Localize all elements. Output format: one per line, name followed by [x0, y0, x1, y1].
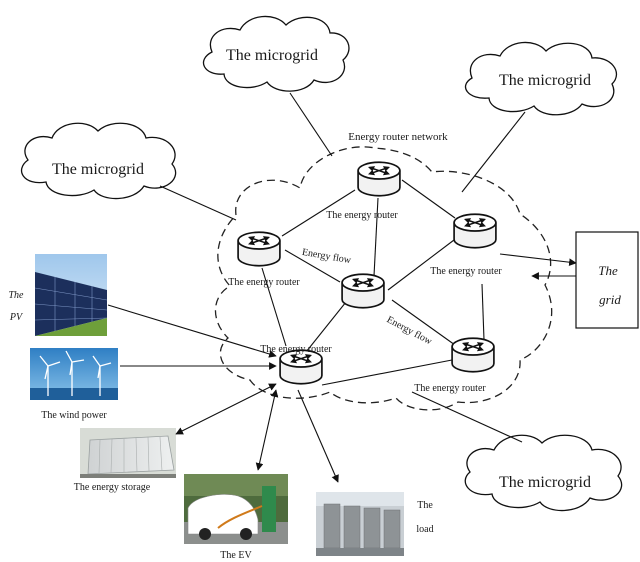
router-label: The energy router	[260, 344, 332, 355]
energy-router-top: The energy router	[326, 161, 401, 221]
energy-router-right: The energy router	[430, 213, 502, 277]
router-label: The energy router	[228, 277, 300, 288]
microgrid-cloud-left: The microgrid	[21, 122, 177, 200]
ev-charging-image	[184, 474, 288, 544]
utility-grid-box: The grid	[575, 231, 639, 329]
router-label: The energy router	[326, 210, 398, 221]
router-links	[261, 179, 485, 386]
microgrid-label: The microgrid	[52, 161, 144, 178]
energy-storage-image	[80, 428, 176, 478]
energy-storage-label: The energy storage	[74, 482, 151, 493]
microgrid-label: The microgrid	[499, 474, 591, 491]
microgrid-cloud-bottom-right: The microgrid	[464, 434, 623, 512]
grid-links	[499, 253, 577, 280]
source-links	[107, 304, 339, 483]
energy-router-center	[341, 273, 385, 309]
grid-label-line2: grid	[599, 292, 621, 307]
microgrid-label: The microgrid	[499, 72, 591, 89]
router-label: The energy router	[414, 383, 486, 394]
microgrid-cloud-top-right: The microgrid	[465, 41, 618, 116]
router-label: The energy router	[430, 266, 502, 277]
grid-label-line1: The	[598, 263, 618, 278]
load-label-line1: The	[417, 500, 433, 511]
ev-label: The EV	[220, 550, 252, 561]
energy-router-left: The energy router	[228, 231, 300, 288]
microgrid-cloud-top: The microgrid	[202, 15, 350, 92]
microgrid-label: The microgrid	[226, 47, 318, 64]
energy-router-bottom-left: The energy router	[260, 344, 332, 385]
pv-panel-image	[34, 254, 108, 336]
energy-router-bottom-right: The energy router	[414, 337, 495, 394]
router-network-boundary	[214, 146, 553, 411]
pv-label-line1: The	[9, 290, 25, 301]
load-label-line2: load	[416, 524, 433, 535]
wind-turbines-image	[30, 348, 118, 400]
microgrid-links	[159, 92, 526, 443]
load-units-image	[316, 492, 404, 556]
network-title: Energy router network	[348, 131, 448, 143]
energy-flow-label-lower: Energy flow	[385, 314, 435, 347]
wind-power-label: The wind power	[41, 410, 107, 421]
pv-label-line2: PV	[9, 312, 24, 323]
